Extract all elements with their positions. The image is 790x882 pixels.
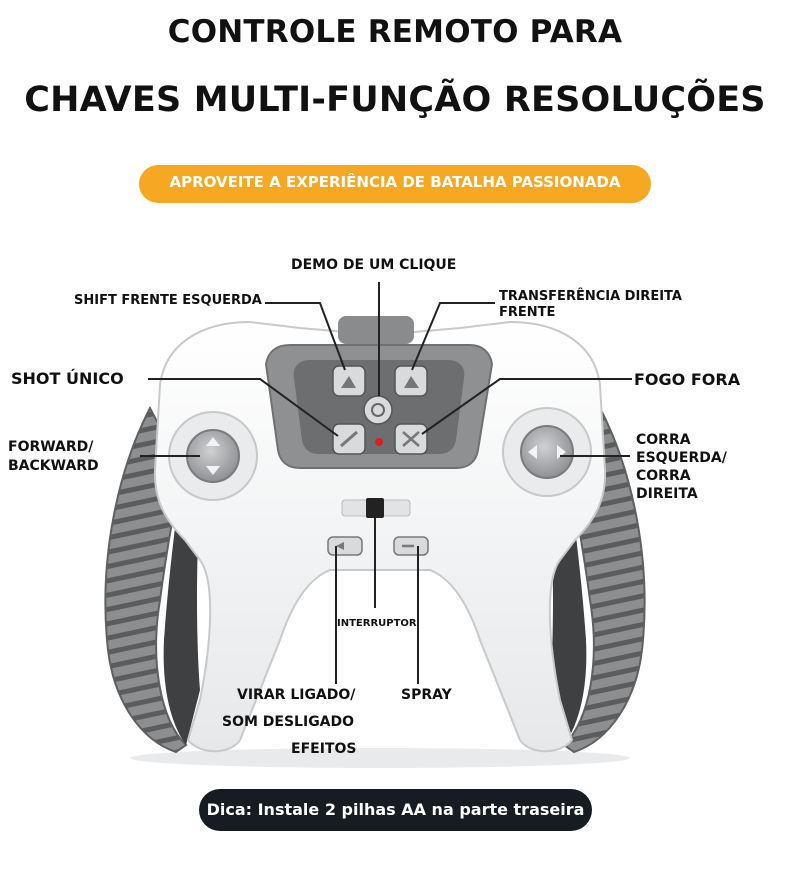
tip-banner: Dica: Instale 2 pilhas AA na parte trase… [199,789,592,831]
power-switch[interactable] [366,498,384,518]
label-spray: SPRAY [401,687,452,703]
label-transfer-right-1: TRANSFERÊNCIA DIREITA [499,289,682,304]
controller-body [153,320,607,753]
title-line-2: CHAVES MULTI-FUNÇÃO RESOLUÇÕES [24,80,766,120]
single-shot-button[interactable] [332,423,366,455]
label-backward: BACKWARD [8,458,99,474]
right-joystick[interactable] [520,425,574,479]
indicator-led [375,438,383,446]
label-run-3: CORRA [636,468,691,484]
label-shift-left: SHIFT FRENTE ESQUERDA [74,293,262,308]
transfer-right-button[interactable] [394,365,428,397]
arrow-right-icon [557,445,566,459]
label-switch: INTERRUPTOR [337,618,417,629]
power-icon [371,403,385,417]
label-forward: FORWARD/ [8,439,94,455]
label-fire-out: FOGO FORA [634,370,741,389]
top-bump [338,316,414,344]
demo-button[interactable] [363,395,393,425]
fire-out-button[interactable] [394,423,428,455]
speaker-icon [336,542,344,550]
title-line-1: CONTROLE REMOTO PARA [167,14,623,50]
fire-icon [402,431,420,447]
label-transfer-right-2: FRENTE [499,305,556,320]
rocket-icon [341,376,356,388]
label-sound-3: EFEITOS [291,741,357,757]
label-sound-1: VIRAR LIGADO/ [237,687,356,703]
rocket-icon [404,376,419,388]
callout-lines [140,282,632,684]
label-run-2: ESQUERDA/ [636,450,727,466]
shift-left-button[interactable] [332,365,366,397]
banner-pill: APROVEITE A EXPERIÊNCIA DE BATALHA PASSI… [139,165,651,203]
label-sound-2: SOM DESLIGADO [222,714,355,730]
label-single-shot: SHOT ÚNICO [11,369,124,388]
arrow-up-icon [206,437,220,446]
label-run-4: DIREITA [636,486,698,502]
sound-button[interactable] [327,536,363,556]
arrow-left-icon [528,445,537,459]
arrow-down-icon [206,466,220,475]
label-demo: DEMO DE UM CLIQUE [291,257,457,273]
shot-icon [340,430,358,448]
shadow [130,748,630,768]
label-run-1: CORRA [636,432,691,448]
